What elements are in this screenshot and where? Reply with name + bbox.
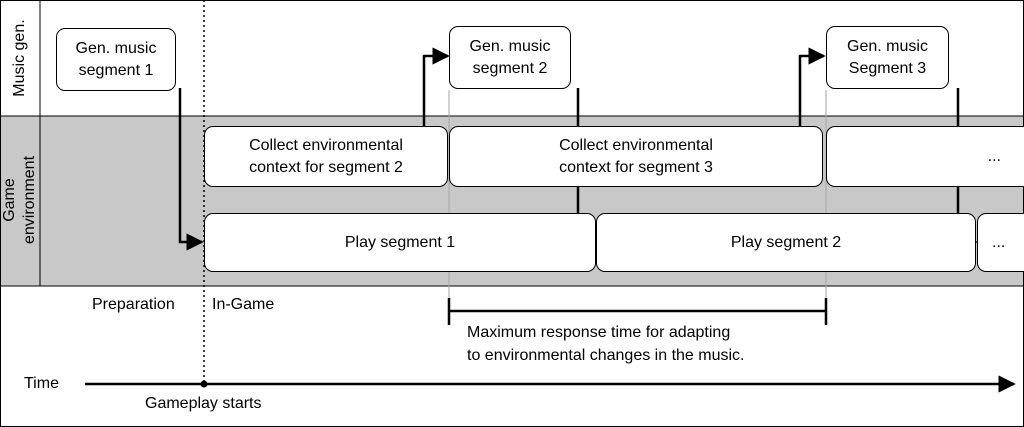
lane-label-game-line2: environment xyxy=(21,155,38,245)
arrow-collect3-to-gen3 xyxy=(798,47,826,126)
play-box-2: Play segment 2 xyxy=(596,213,976,272)
gameplay-starts-label: Gameplay starts xyxy=(145,395,262,412)
lane-label-game-line1: Game xyxy=(1,178,18,222)
gen-music-box-1-line1: Gen. music xyxy=(75,39,157,57)
gen-music-box-1-line2: segment 1 xyxy=(78,61,154,79)
gen-music-box-1: Gen. music segment 1 xyxy=(56,28,176,91)
gen-music-box-3-line2: Segment 3 xyxy=(848,59,927,77)
lane-label-game-environment: Game environment xyxy=(0,140,40,260)
arrow-collect2-to-gen2 xyxy=(422,47,450,126)
collect-box-2-line1: Collect environmental xyxy=(559,136,713,154)
lane-label-music-gen-text: Music gen. xyxy=(11,19,28,97)
collect-box-2-line2: context for segment 3 xyxy=(559,158,713,176)
lane-label-music-gen: Music gen. xyxy=(10,8,30,108)
gen-music-box-3: Gen. music Segment 3 xyxy=(826,26,949,89)
play-box-1: Play segment 1 xyxy=(204,213,596,272)
gen-music-box-2-line2: segment 2 xyxy=(472,59,548,77)
gen-music-box-2-line1: Gen. music xyxy=(469,37,551,55)
phase-in-game: In-Game xyxy=(212,296,275,313)
collect-box-1-line1: Collect environmental xyxy=(249,136,403,154)
play-box-3: ... xyxy=(977,213,1024,272)
collect-box-3: ... xyxy=(826,126,1024,187)
play-box-3-label: ... xyxy=(992,233,1006,251)
response-time-line1: Maximum response time for adapting xyxy=(467,324,731,341)
collect-box-1: Collect environmental context for segmen… xyxy=(204,126,448,187)
play-box-1-label: Play segment 1 xyxy=(344,233,456,251)
phase-preparation: Preparation xyxy=(92,296,175,313)
gen-music-box-2: Gen. music segment 2 xyxy=(449,26,571,89)
response-time-line2: to environmental changes in the music. xyxy=(467,347,745,364)
collect-box-2: Collect environmental context for segmen… xyxy=(449,126,823,187)
arrow-gen1-to-play1 xyxy=(178,88,204,251)
time-label: Time xyxy=(24,375,59,392)
play-box-2-label: Play segment 2 xyxy=(730,233,842,251)
collect-box-1-line2: context for segment 2 xyxy=(249,158,403,176)
gameplay-start-dot xyxy=(200,380,208,388)
gen-music-box-3-line1: Gen. music xyxy=(847,37,928,55)
collect-box-3-line1: ... xyxy=(987,147,1001,165)
